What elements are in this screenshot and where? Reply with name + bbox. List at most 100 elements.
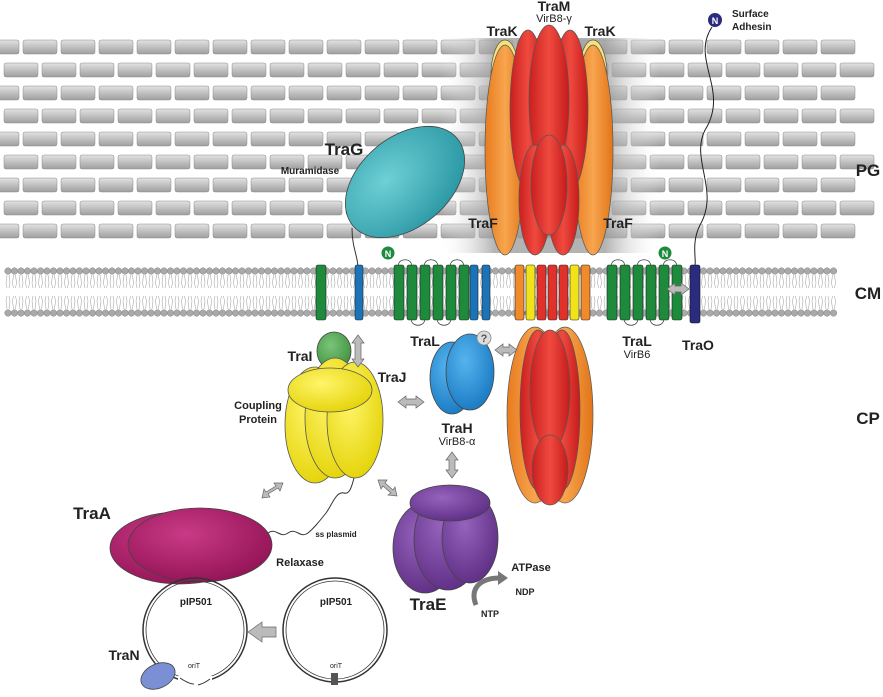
pg-brick	[820, 177, 856, 193]
lipid-tail	[51, 295, 56, 310]
tral-right-label: TraL	[622, 333, 652, 349]
pg-brick	[801, 200, 837, 216]
lipid-head	[4, 267, 12, 275]
plasmid-left-label: pIP501	[180, 597, 213, 608]
lipid-tail	[18, 274, 24, 289]
helix-loop	[663, 259, 677, 266]
plasmid-left	[142, 577, 248, 688]
lipid-tail	[343, 295, 349, 310]
pg-brick	[839, 108, 875, 124]
lipid-tail	[727, 274, 732, 289]
lipid-tail	[278, 295, 284, 310]
surface-adhesin-chain	[693, 26, 715, 269]
lipid-tail	[597, 274, 602, 289]
lipid-tail	[135, 274, 141, 289]
lipid-head	[82, 267, 90, 275]
lipid-tail	[707, 274, 713, 289]
lipid-head	[43, 267, 51, 275]
tral-virb6-tm-helix	[632, 264, 644, 321]
pg-brick	[22, 39, 58, 55]
layer-label-cm: CM	[855, 284, 881, 303]
lipid-tail	[70, 295, 76, 310]
core-tm-helix	[536, 264, 547, 321]
traa-label: TraA	[73, 504, 111, 523]
lipid-tail	[38, 295, 43, 310]
lipid-tail	[493, 295, 498, 310]
pg-brick	[706, 85, 742, 101]
tral-tm-helix	[458, 264, 470, 321]
lipid-tail	[779, 295, 784, 310]
svg-text:N: N	[712, 16, 719, 26]
lipid-tail	[109, 295, 115, 310]
pg-brick	[231, 62, 267, 78]
lipid-head	[830, 267, 838, 275]
surface-adhesin-label: Adhesin	[732, 22, 771, 33]
pg-brick	[155, 108, 191, 124]
lipid-head	[225, 309, 233, 317]
lipid-head	[589, 309, 597, 317]
double-arrow	[494, 343, 518, 357]
pg-brick	[725, 200, 761, 216]
pg-brick	[668, 39, 704, 55]
lipid-tail	[103, 274, 108, 289]
pg-brick	[326, 131, 362, 147]
traf-right-label: TraF	[603, 215, 633, 231]
pg-brick	[706, 39, 742, 55]
lipid-tail	[304, 295, 310, 310]
lipid-tail	[759, 274, 765, 289]
lipid-tail	[753, 295, 758, 310]
tram-subunit	[530, 134, 568, 236]
pg-brick	[174, 131, 210, 147]
lipid-tail	[213, 274, 219, 289]
pg-brick	[364, 85, 400, 101]
pg-brick	[839, 200, 875, 216]
lipid-head	[218, 309, 226, 317]
pg-brick	[41, 62, 77, 78]
pg-brick	[41, 200, 77, 216]
pg-brick	[706, 131, 742, 147]
pg-brick	[174, 223, 210, 239]
pg-brick	[117, 200, 153, 216]
lipid-head	[791, 267, 799, 275]
pg-brick	[3, 200, 39, 216]
lipid-head	[212, 309, 220, 317]
lipid-head	[329, 309, 337, 317]
helix-loop	[437, 319, 451, 326]
trak-right-label: TraK	[584, 23, 615, 39]
ntp-label: NTP	[481, 609, 499, 619]
lipid-head	[199, 267, 207, 275]
lipid-tail	[31, 295, 37, 310]
pg-brick	[212, 177, 248, 193]
lipid-tail	[740, 295, 745, 310]
lipid-head	[17, 267, 25, 275]
lipid-tail	[31, 274, 37, 289]
pg-brick	[0, 131, 20, 147]
lipid-head	[140, 267, 148, 275]
lipid-tail	[272, 295, 277, 310]
lipid-tail	[83, 295, 89, 310]
lipid-head	[498, 267, 506, 275]
lipid-tail	[272, 274, 277, 289]
lipid-head	[797, 309, 805, 317]
lipid-tail	[64, 274, 69, 289]
lipid-head	[166, 309, 174, 317]
pg-brick	[174, 39, 210, 55]
lipid-head	[4, 309, 12, 317]
lipid-head	[271, 267, 279, 275]
lipid-tail	[252, 295, 258, 310]
lipid-tail	[590, 274, 596, 289]
lipid-tail	[213, 295, 219, 310]
lipid-tail	[194, 295, 199, 310]
pg-brick	[668, 223, 704, 239]
lipid-head	[784, 309, 792, 317]
lipid-head	[505, 267, 513, 275]
pg-brick	[60, 85, 96, 101]
pg-brick	[231, 154, 267, 170]
lipid-tail	[142, 274, 147, 289]
lipid-head	[810, 309, 818, 317]
lipid-head	[258, 309, 266, 317]
lipid-tail	[811, 274, 817, 289]
pg-brick	[136, 39, 172, 55]
lipid-head	[745, 309, 753, 317]
lipid-tail	[785, 295, 791, 310]
